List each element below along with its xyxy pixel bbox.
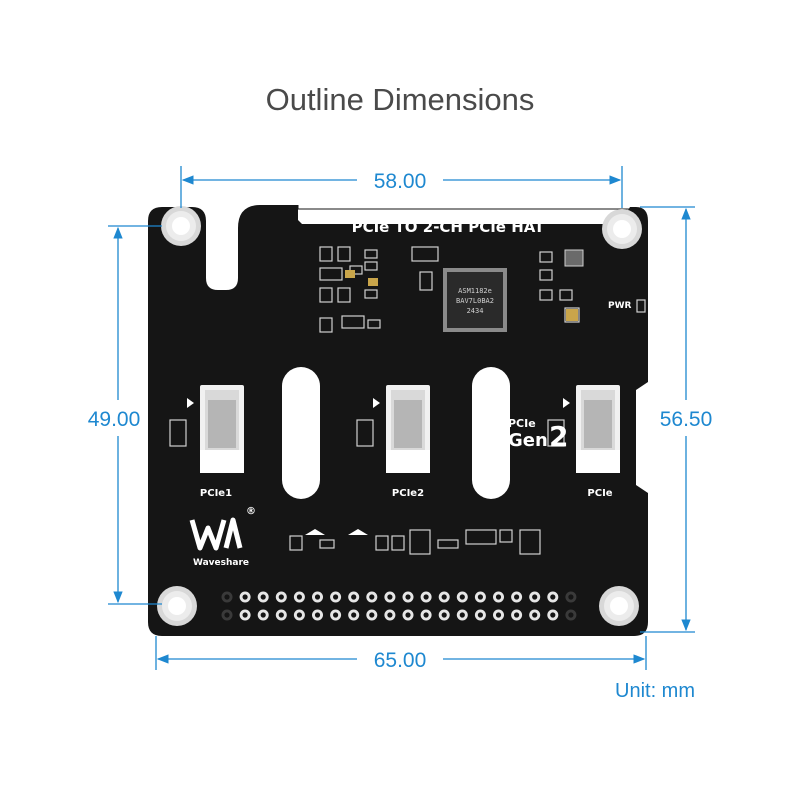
connector-label-pcie: PCIe bbox=[587, 488, 612, 499]
gpio-pin-hole bbox=[351, 594, 357, 600]
gpio-pin-hole bbox=[224, 594, 230, 600]
chip-marking-line-2: BAV7L0BA2 bbox=[456, 297, 494, 305]
gpio-pin-hole bbox=[296, 594, 302, 600]
connector-label-pcie1: PCIe1 bbox=[200, 488, 232, 499]
dimension-right-height: 56.50 bbox=[660, 408, 713, 431]
board-slot-right bbox=[472, 367, 510, 499]
gpio-pin-hole bbox=[568, 612, 574, 618]
pcie-switch-chip: ASM1182e BAV7L0BA2 2434 bbox=[443, 268, 507, 332]
gpio-pin-hole bbox=[369, 612, 375, 618]
mounting-hole-bottom-left bbox=[157, 586, 197, 626]
gpio-pin-hole bbox=[296, 612, 302, 618]
dimension-bottom-width: 65.00 bbox=[374, 649, 427, 672]
gpio-pin-hole bbox=[514, 594, 520, 600]
gpio-pin-hole bbox=[387, 594, 393, 600]
chip-marking-line-3: 2434 bbox=[467, 307, 484, 315]
gpio-pin-hole bbox=[260, 594, 266, 600]
gpio-pin-hole bbox=[441, 594, 447, 600]
gpio-pin-hole bbox=[224, 612, 230, 618]
dimension-top-width: 58.00 bbox=[374, 170, 427, 193]
mounting-hole-bottom-right bbox=[599, 586, 639, 626]
gpio-pin-hole bbox=[477, 612, 483, 618]
gpio-pin-hole bbox=[459, 594, 465, 600]
gpio-pin-hole bbox=[568, 594, 574, 600]
gpio-pin-hole bbox=[495, 612, 502, 618]
dimension-lines bbox=[108, 166, 695, 670]
gpio-pin-hole bbox=[514, 612, 520, 618]
gpio-pin-hole bbox=[333, 612, 339, 618]
bottom-components bbox=[289, 529, 541, 555]
gpio-pin-hole bbox=[405, 594, 411, 600]
gpio-pin-hole bbox=[550, 594, 556, 600]
pcie-hat-board: PCIe TO 2-CH PCIe HAT ASM1182e BAV7L0BA2… bbox=[148, 205, 648, 636]
gen-prefix-label: PCIe bbox=[508, 417, 536, 430]
pcie-host-ffc-connector bbox=[563, 385, 620, 473]
registered-mark: ® bbox=[246, 506, 256, 517]
mounting-hole-top-left bbox=[161, 206, 201, 246]
gpio-pin-hole bbox=[387, 612, 393, 618]
gpio-pin-hole bbox=[314, 594, 321, 600]
gpio-pin-hole bbox=[459, 612, 465, 618]
gen-word-label: Gen bbox=[508, 430, 548, 451]
gpio-header bbox=[221, 591, 577, 621]
gpio-pin-hole bbox=[423, 612, 429, 618]
gpio-pin-hole bbox=[423, 594, 429, 600]
mounting-hole-top-right bbox=[602, 209, 642, 249]
board-slot-left bbox=[282, 367, 320, 499]
gpio-pin-hole bbox=[278, 594, 284, 600]
gpio-pin-hole bbox=[351, 612, 357, 618]
gpio-pin-hole bbox=[314, 612, 321, 618]
board-name-silkscreen: PCIe TO 2-CH PCIe HAT bbox=[352, 218, 546, 236]
page-title: Outline Dimensions bbox=[265, 82, 535, 117]
gpio-pin-hole bbox=[477, 594, 483, 600]
pcie2-ffc-connector bbox=[373, 385, 430, 473]
pcie1-ffc-connector bbox=[187, 385, 244, 473]
gpio-pin-hole bbox=[260, 612, 266, 618]
dimension-left-height: 49.00 bbox=[88, 408, 141, 431]
gpio-pin-hole bbox=[242, 594, 248, 600]
gen-number-label: 2 bbox=[549, 420, 568, 453]
gpio-pin-hole bbox=[278, 612, 284, 618]
connector-label-pcie2: PCIe2 bbox=[392, 488, 424, 499]
small-components bbox=[169, 246, 646, 447]
gpio-pin-hole bbox=[405, 612, 411, 618]
unit-label: Unit: mm bbox=[615, 680, 695, 702]
gpio-pin-hole bbox=[242, 612, 248, 618]
gpio-pin-hole bbox=[495, 594, 502, 600]
gpio-pin-hole bbox=[550, 612, 556, 618]
gpio-pin-hole bbox=[369, 594, 375, 600]
gpio-pin-hole bbox=[532, 612, 538, 618]
gpio-pin-hole bbox=[441, 612, 447, 618]
gpio-pin-hole bbox=[532, 594, 538, 600]
brand-label: Waveshare bbox=[193, 558, 249, 568]
gpio-pin-hole bbox=[333, 594, 339, 600]
waveshare-logo: ® Waveshare bbox=[189, 506, 256, 568]
pwr-led-label: PWR bbox=[608, 301, 632, 311]
chip-marking-line-1: ASM1182e bbox=[458, 287, 492, 295]
